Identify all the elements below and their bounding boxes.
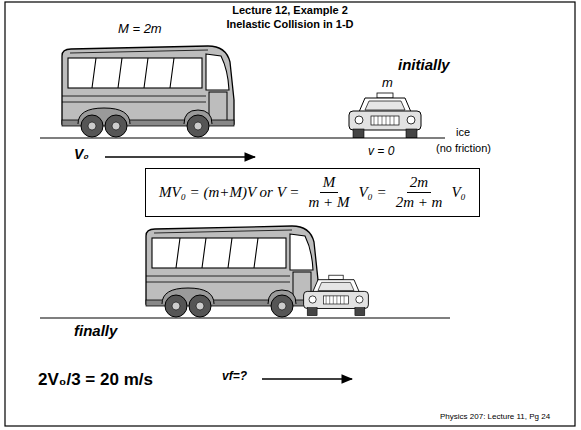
result-value: 2V₀/3 = 20 m/s — [38, 370, 153, 390]
equation-text: V₀ — [451, 184, 465, 200]
equation-text: MV₀ = (m+M)V or V = — [159, 184, 299, 200]
state-label: finally — [74, 322, 117, 339]
slide-subtitle: Inelastic Collision in 1-D — [226, 18, 353, 31]
equation-text: V₀ = — [358, 184, 386, 200]
velocity-label: V₀ — [74, 146, 89, 162]
bus-final — [146, 226, 318, 317]
velocity-label: vf=? — [222, 370, 247, 384]
velocity-label: v = 0 — [368, 145, 394, 159]
denominator: 2m + m — [393, 193, 446, 211]
slide-border — [5, 2, 575, 426]
taxi-initial — [349, 93, 421, 138]
fraction: 2m2m + m — [393, 174, 446, 211]
bus-initial — [62, 46, 234, 137]
numerator: M — [320, 174, 339, 193]
velocity-arrow — [105, 156, 255, 157]
taxi-final — [304, 275, 369, 316]
surface-label: ice — [456, 126, 470, 139]
mass-label: M = 2m — [118, 22, 162, 37]
surface-note: (no friction) — [436, 142, 491, 155]
mass-label: m — [382, 76, 393, 91]
velocity-arrow — [262, 378, 352, 379]
fraction: Mm + M — [305, 174, 352, 211]
slide-title: Lecture 12, Example 2 — [232, 4, 348, 17]
ice-surface — [40, 317, 450, 318]
numerator: 2m — [407, 174, 431, 193]
state-label: initially — [398, 56, 450, 73]
equation-box: MV₀ = (m+M)V or V = Mm + M V₀ = 2m2m + m V₀ — [145, 168, 480, 217]
denominator: m + M — [305, 193, 352, 211]
page-footer: Physics 207: Lecture 11, Pg 24 — [440, 412, 550, 421]
ice-surface — [40, 137, 445, 138]
